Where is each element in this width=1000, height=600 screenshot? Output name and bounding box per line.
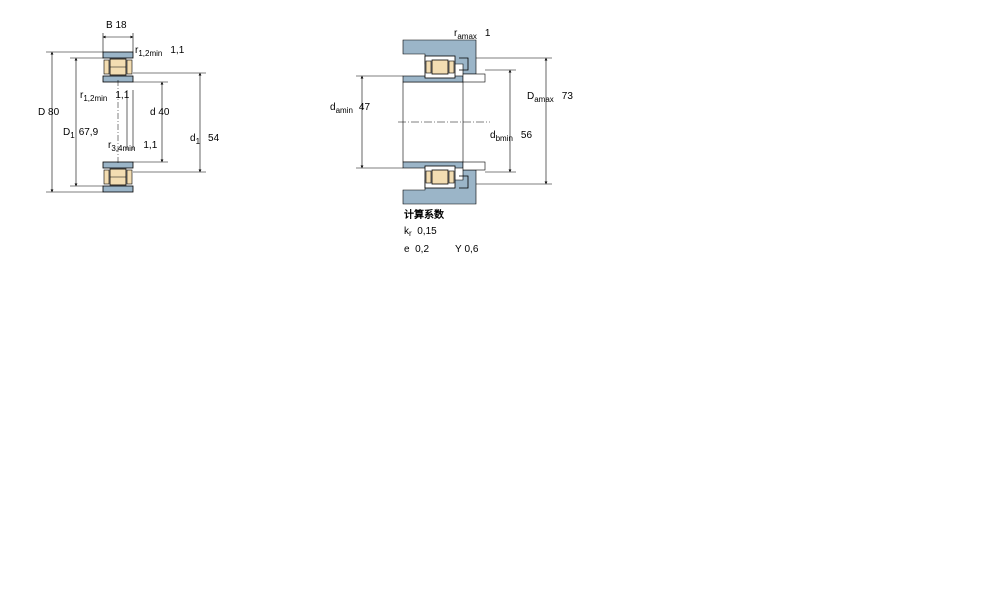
left-bearing-section (102, 51, 134, 193)
label-d: d 40 (150, 107, 170, 118)
outer-ring-top (102, 51, 134, 59)
left-dimension-lines (46, 33, 206, 193)
calc-kr: kr 0,15 (404, 226, 437, 238)
label-B: B 18 (106, 20, 127, 31)
calc-title: 计算系数 (404, 210, 444, 221)
right-dimension-lines (356, 57, 552, 185)
outer-ring-bottom (102, 185, 134, 193)
right-mounting-section (398, 39, 490, 205)
label-D: D 80 (38, 107, 60, 118)
